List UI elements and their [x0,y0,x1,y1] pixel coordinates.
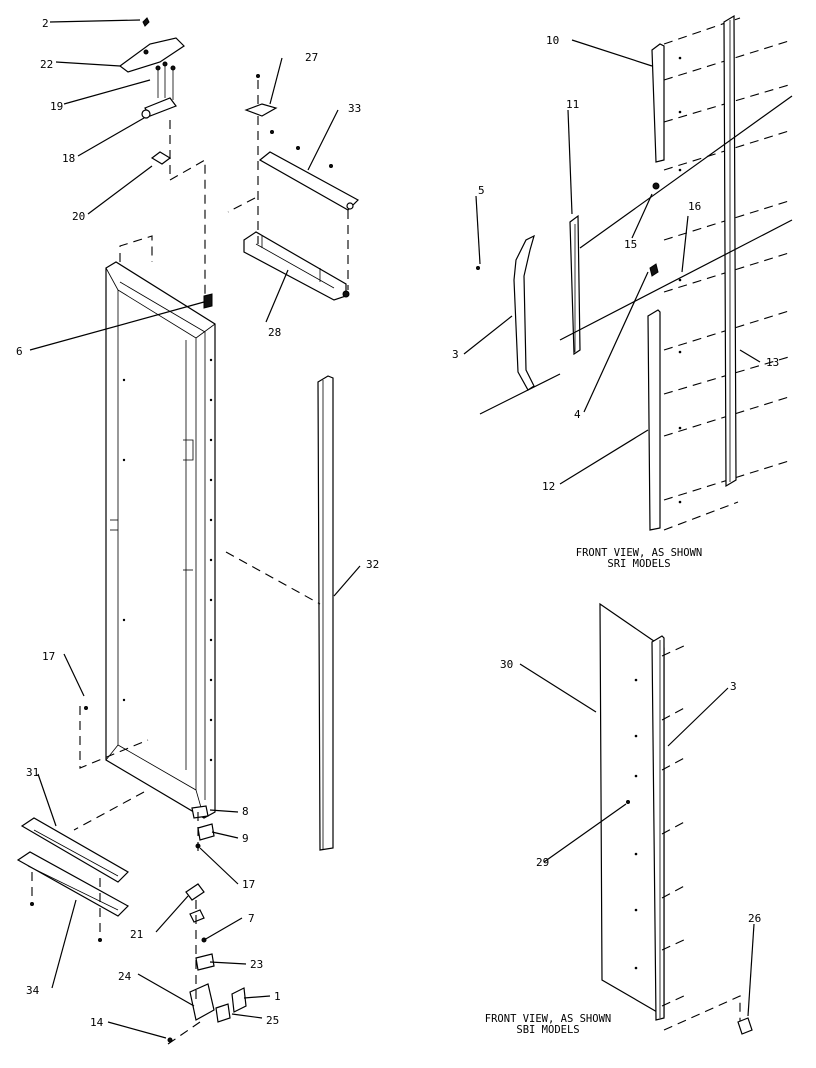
sbi-caption-line1: FRONT VIEW, AS SHOWN [485,1013,611,1025]
callout-17-lower: 17 [242,878,255,891]
bottom-hinge-parts [16,706,247,1045]
view-captions: FRONT VIEW, AS SHOWN SRI MODELS FRONT VI… [485,547,702,1036]
vertical-strip-part [225,375,334,851]
callout-30: 30 [500,658,513,671]
callout-14: 14 [90,1016,104,1029]
callout-16: 16 [688,200,701,213]
callout-13: 13 [766,356,779,369]
callout-8: 8 [242,805,249,818]
callout-33: 33 [348,102,361,115]
sbi-front-view [599,602,753,1035]
callout-19: 19 [50,100,63,113]
callout-21: 21 [130,928,143,941]
callout-3-sbi: 3 [730,680,737,693]
callout-1: 1 [274,990,281,1003]
callout-18: 18 [62,152,75,165]
callout-25: 25 [266,1014,279,1027]
callout-32: 32 [366,558,379,571]
callout-34: 34 [26,984,40,997]
callout-5: 5 [478,184,485,197]
sri-front-view [476,14,793,531]
callout-26: 26 [748,912,761,925]
callout-3-sri: 3 [452,348,459,361]
callout-11: 11 [566,98,579,111]
door-frame-assembly [105,261,216,819]
callout-6: 6 [16,345,23,358]
top-channel-parts [227,74,359,301]
sri-caption-line2: SRI MODELS [607,558,670,570]
leader-lines-sbi [519,663,755,1017]
callout-22: 22 [40,58,53,71]
sri-caption-line1: FRONT VIEW, AS SHOWN [576,547,702,559]
callout-7: 7 [248,912,255,925]
callout-4: 4 [574,408,581,421]
top-hinge-parts [118,17,213,309]
callout-29: 29 [536,856,549,869]
callout-23: 23 [250,958,263,971]
callout-17-upper: 17 [42,650,55,663]
leader-lines-left [29,19,361,1039]
callout-12: 12 [542,480,555,493]
callout-24: 24 [118,970,132,983]
callout-9: 9 [242,832,249,845]
frame-holes [122,358,213,762]
sbi-caption-line2: SBI MODELS [516,1024,579,1036]
callout-28: 28 [268,326,281,339]
callout-labels: 2 22 19 18 20 6 27 33 28 32 17 31 8 9 17… [16,17,779,1029]
leader-lines-sri [463,39,761,485]
callout-15: 15 [624,238,637,251]
callout-10: 10 [546,34,559,47]
callout-20: 20 [72,210,85,223]
callout-27: 27 [305,51,318,64]
callout-31: 31 [26,766,39,779]
callout-2: 2 [42,17,49,30]
